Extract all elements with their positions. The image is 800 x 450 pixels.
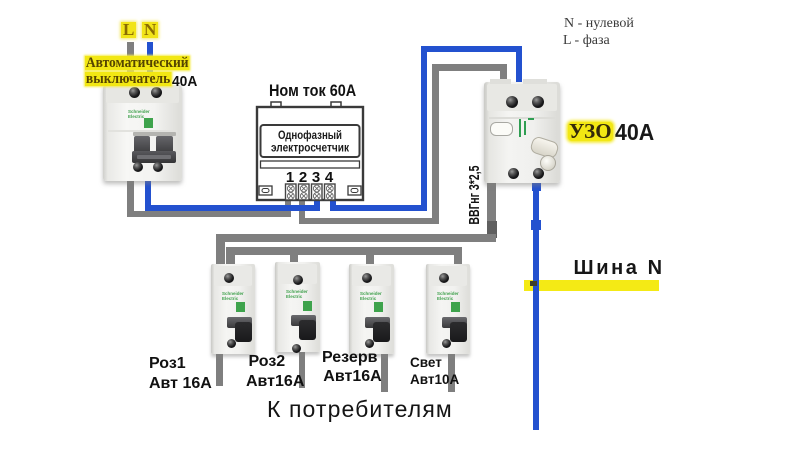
svg-text:3: 3 xyxy=(312,169,320,186)
svg-text:4: 4 xyxy=(325,169,334,186)
svg-text:Однофазный: Однофазный xyxy=(278,128,342,142)
svg-text:2: 2 xyxy=(299,169,307,186)
svg-text:электросчетчик: электросчетчик xyxy=(271,141,350,155)
svg-text:1: 1 xyxy=(286,169,294,186)
